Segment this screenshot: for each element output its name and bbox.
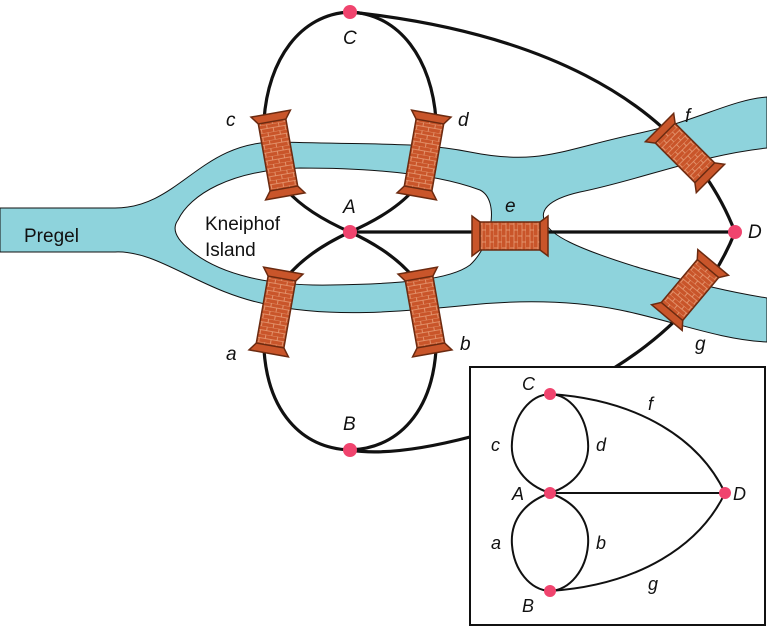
inset-node-D [719,487,731,499]
node-B [343,443,357,457]
node-A [343,225,357,239]
inset-node-label-C: C [522,374,536,394]
bridge-b [396,266,454,358]
inset-node-A [544,487,556,499]
bridge-label-f: f [685,106,692,127]
inset-edge-label-d: d [596,435,607,455]
inset-edge-f [549,393,726,494]
node-label-A: A [342,197,356,218]
bridge-label-c: c [226,110,236,131]
inset-graph: C A B D c d a b f g [469,366,766,626]
inset-frame [469,366,766,626]
node-D [728,225,742,239]
inset-node-B [544,585,556,597]
inset-edge-label-c: c [491,435,500,455]
bridge-f [643,111,727,195]
node-C [343,5,357,19]
node-label-D: D [748,222,762,243]
inset-edge-g [549,492,726,592]
bridge-label-e: e [505,196,516,217]
inset-edge-d [549,393,590,494]
island-label-line1: Kneiphof [205,214,281,235]
bridge-g [649,248,731,332]
node-label-C: C [343,28,357,49]
inset-edge-b [549,492,590,592]
inset-edge-c [510,393,551,494]
inset-edge-label-g: g [648,574,658,594]
bridge-label-b: b [460,334,471,355]
bridge-label-g: g [695,334,706,355]
inset-edge-label-b: b [596,533,606,553]
main-nodes: C A B D [342,5,762,457]
island-label-line2: Island [205,240,256,261]
inset-node-C [544,388,556,400]
river-label: Pregel [24,226,79,247]
bridge-a [247,266,305,358]
inset-edge-label-f: f [648,394,655,414]
bridge-e [471,214,549,258]
inset-node-label-D: D [733,484,746,504]
bridge-c [249,109,307,201]
inset-node-label-A: A [511,484,524,504]
bridges [247,109,731,358]
inset-node-label-B: B [522,596,534,616]
node-label-B: B [343,414,356,435]
bridge-d [395,109,453,201]
inset-edge-label-a: a [491,533,501,553]
bridge-label-a: a [226,344,237,365]
bridge-labels: c d a b e f g [226,106,706,365]
inset-edge-a [510,492,551,592]
bridge-label-d: d [458,110,470,131]
